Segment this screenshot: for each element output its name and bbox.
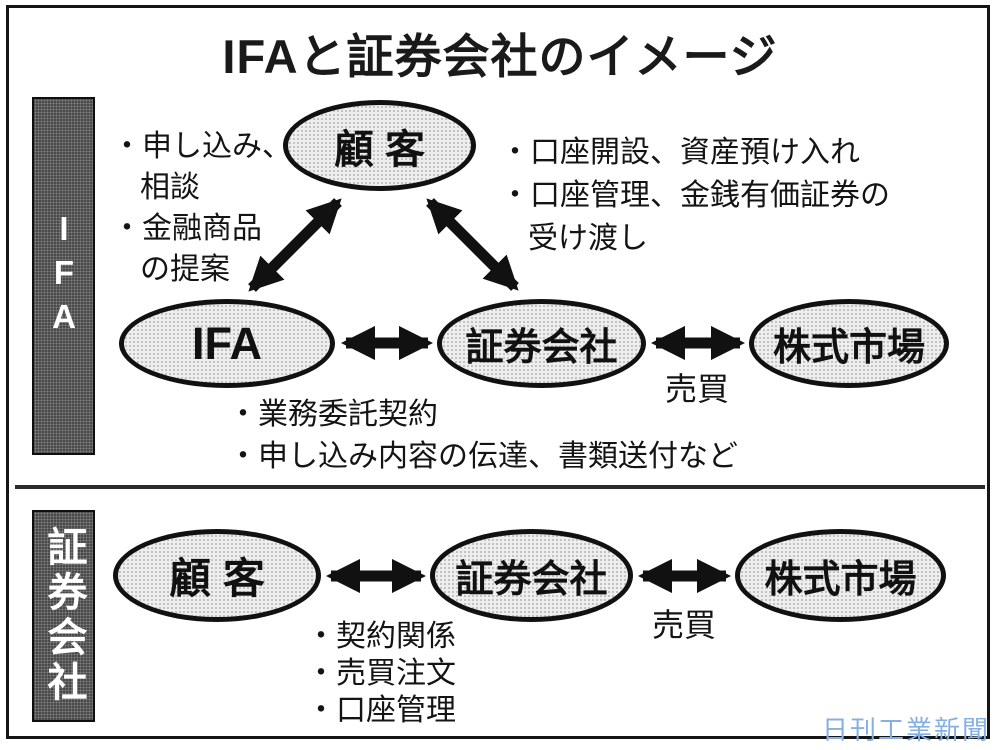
note-line: ・業務委託契約 [228, 398, 438, 431]
ifa-securities-notes: ・業務委託契約 ・申し込み内容の伝達、書類送付など [228, 394, 738, 478]
securities-section-sidebar: 証券会社 [32, 510, 95, 722]
note-line: ・金融商品 [112, 212, 262, 245]
node-securities-top-label: 証券会社 [465, 327, 618, 369]
node-customer-top: 顧 客 [283, 100, 476, 191]
note-line: ・口座開設、資産預け入れ [500, 136, 860, 169]
node-stock-market-bottom: 株式市場 [735, 529, 946, 622]
node-ifa-label: IFA [191, 317, 262, 369]
page-title: IFAと証券会社のイメージ [222, 30, 778, 83]
note-line: ・申し込み内容の伝達、書類送付など [228, 440, 738, 473]
node-customer-bottom-label: 顧 客 [169, 555, 265, 602]
note-line: 相談 [140, 171, 200, 204]
section-divider [15, 485, 985, 489]
node-securities-bottom: 証券会社 [430, 529, 633, 622]
trade-label-bottom: 売買 [651, 607, 716, 643]
customer-securities-notes-top: ・口座開設、資産預け入れ ・口座管理、金銭有価証券の 受け渡し [500, 131, 890, 260]
note-line: の提案 [140, 253, 230, 286]
node-securities-top: 証券会社 [437, 299, 646, 388]
customer-securities-notes-bottom: ・契約関係 ・売買注文 ・口座管理 [306, 618, 456, 729]
node-stock-market-bottom-label: 株式市場 [764, 559, 917, 601]
node-ifa: IFA [119, 299, 335, 388]
note-line: ・口座管理、金銭有価証券の [500, 179, 890, 212]
note-line: ・口座管理 [306, 694, 456, 727]
note-line: ・売買注文 [306, 657, 456, 690]
ifa-section-sidebar-label: IFA [45, 210, 83, 342]
note-line: ・申し込み、 [112, 130, 292, 163]
watermark: 日刊工業新聞 [821, 715, 990, 745]
ifa-section-sidebar: IFA [32, 97, 95, 455]
node-customer-bottom: 顧 客 [113, 529, 321, 622]
node-stock-market-top-label: 株式市場 [772, 327, 925, 369]
trade-label-top: 売買 [664, 371, 729, 407]
node-customer-top-label: 顧 客 [333, 127, 426, 172]
note-line: ・契約関係 [306, 620, 456, 653]
node-securities-bottom-label: 証券会社 [455, 559, 608, 601]
customer-ifa-notes: ・申し込み、 相談 ・金融商品 の提案 [112, 126, 292, 290]
securities-section-sidebar-label: 証券会社 [41, 526, 86, 706]
node-stock-market-top: 株式市場 [749, 299, 949, 388]
note-line: 受け渡し [528, 222, 648, 255]
